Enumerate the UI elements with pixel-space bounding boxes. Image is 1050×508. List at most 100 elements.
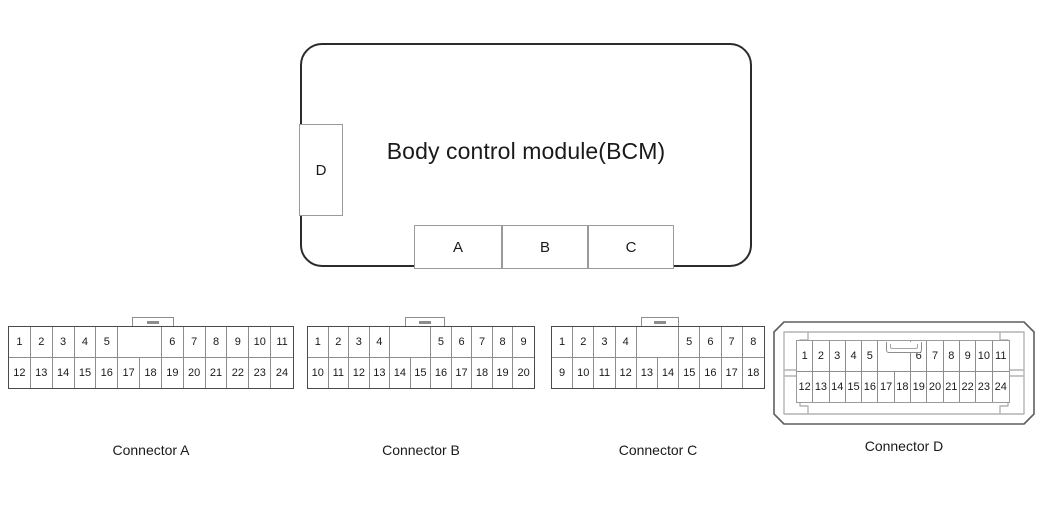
bcm-port-c: C: [588, 225, 674, 269]
connector-d-label: Connector D: [864, 438, 944, 454]
pin-cell-5: 5: [96, 327, 119, 357]
pin-cell-4: 4: [615, 327, 637, 357]
pin-cell-13: 13: [369, 358, 391, 388]
connector-c-label: Connector C: [618, 442, 698, 458]
pin-cell-7: 7: [472, 327, 493, 357]
pin-cell-8: 8: [742, 327, 764, 357]
pin-cell-19: 19: [911, 372, 928, 402]
pin-cell-14: 14: [52, 358, 75, 388]
pin-cell-21: 21: [205, 358, 228, 388]
pin-cell-10: 10: [249, 327, 272, 357]
pin-cell-24: 24: [992, 372, 1009, 402]
pin-cell-3: 3: [829, 341, 846, 371]
pin-cell-1: 1: [9, 327, 31, 357]
key-tab-icon: [405, 317, 445, 326]
pin-gap: [118, 327, 162, 357]
pin-cell-17: 17: [451, 358, 473, 388]
pin-cell-9: 9: [552, 358, 574, 388]
connector-a-label: Connector A: [112, 442, 190, 458]
pin-cell-2: 2: [30, 327, 53, 357]
pin-cell-5: 5: [679, 327, 701, 357]
pin-cell-13: 13: [636, 358, 658, 388]
pin-cell-16: 16: [96, 358, 119, 388]
connector-b-label: Connector B: [382, 442, 460, 458]
pin-cell-23: 23: [249, 358, 272, 388]
pin-cell-24: 24: [271, 358, 293, 388]
pin-cell-12: 12: [615, 358, 637, 388]
pin-cell-12: 12: [9, 358, 31, 388]
pin-cell-10: 10: [573, 358, 595, 388]
pin-cell-21: 21: [943, 372, 960, 402]
pin-cell-2: 2: [328, 327, 350, 357]
key-tab-icon: [641, 317, 679, 326]
bcm-port-a: A: [414, 225, 502, 269]
pin-cell-15: 15: [410, 358, 432, 388]
pin-cell-19: 19: [161, 358, 184, 388]
key-tab-icon: [886, 342, 922, 353]
pin-cell-8: 8: [492, 327, 514, 357]
pin-cell-6: 6: [451, 327, 473, 357]
bcm-module: Body control module(BCM) D A B C: [299, 43, 752, 269]
pin-cell-1: 1: [308, 327, 329, 357]
pin-cell-10: 10: [976, 341, 993, 371]
pin-cell-10: 10: [308, 358, 329, 388]
pin-cell-15: 15: [679, 358, 701, 388]
pin-cell-16: 16: [700, 358, 722, 388]
pin-cell-20: 20: [927, 372, 944, 402]
pin-cell-15: 15: [74, 358, 97, 388]
pin-cell-8: 8: [943, 341, 960, 371]
pin-cell-22: 22: [959, 372, 977, 402]
pin-cell-7: 7: [183, 327, 206, 357]
pin-cell-14: 14: [657, 358, 680, 388]
pin-cell-9: 9: [227, 327, 250, 357]
bcm-port-d: D: [299, 124, 343, 216]
pin-cell-15: 15: [845, 372, 863, 402]
pin-cell-13: 13: [813, 372, 830, 402]
pin-cell-18: 18: [140, 358, 162, 388]
pin-cell-11: 11: [328, 358, 350, 388]
pin-cell-7: 7: [721, 327, 743, 357]
pin-cell-11: 11: [271, 327, 293, 357]
pin-cell-17: 17: [721, 358, 743, 388]
pin-cell-4: 4: [74, 327, 97, 357]
pin-cell-20: 20: [183, 358, 206, 388]
pin-cell-11: 11: [992, 341, 1009, 371]
pin-cell-8: 8: [205, 327, 228, 357]
pin-cell-17: 17: [118, 358, 141, 388]
pin-cell-6: 6: [700, 327, 722, 357]
pin-gap: [390, 327, 432, 357]
bcm-title: Body control module(BCM): [386, 138, 666, 164]
pin-cell-2: 2: [813, 341, 830, 371]
pin-cell-13: 13: [30, 358, 53, 388]
pin-cell-4: 4: [369, 327, 391, 357]
pin-cell-17: 17: [878, 372, 895, 402]
pin-gap: [636, 327, 680, 357]
pin-cell-16: 16: [431, 358, 452, 388]
pin-cell-22: 22: [227, 358, 250, 388]
pin-cell-23: 23: [976, 372, 993, 402]
pin-cell-11: 11: [594, 358, 616, 388]
pin-cell-2: 2: [573, 327, 595, 357]
pin-cell-9: 9: [959, 341, 977, 371]
bcm-port-b: B: [502, 225, 588, 269]
pin-cell-16: 16: [862, 372, 879, 402]
pin-cell-18: 18: [894, 372, 912, 402]
pin-cell-6: 6: [161, 327, 184, 357]
pin-cell-3: 3: [349, 327, 370, 357]
pin-cell-3: 3: [594, 327, 616, 357]
pin-cell-18: 18: [472, 358, 493, 388]
pin-cell-4: 4: [845, 341, 863, 371]
pin-cell-7: 7: [927, 341, 944, 371]
